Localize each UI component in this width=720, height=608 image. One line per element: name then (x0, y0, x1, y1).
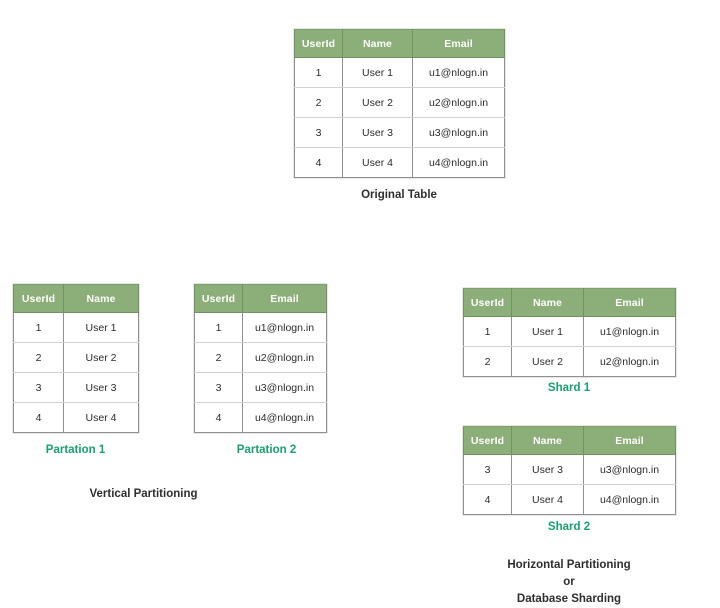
cell-userid: 1 (294, 57, 343, 88)
cell-userid: 4 (463, 484, 512, 515)
table-row: 3 User 3 (13, 372, 139, 403)
column-header-email: Email (583, 288, 676, 317)
cell-name: User 3 (342, 117, 413, 148)
cell-userid: 1 (463, 316, 512, 347)
cell-name: User 3 (63, 372, 139, 403)
cell-userid: 1 (194, 312, 243, 343)
horizontal-partitioning-caption-line1: Horizontal Partitioning (507, 559, 631, 571)
partition-1-table: UserId Name 1 User 1 2 User 2 3 User 3 4… (13, 284, 139, 433)
table-row: 2 User 2 u2@nlogn.in (294, 87, 505, 118)
table-header-row: UserId Name Email (463, 426, 676, 455)
table-row: 2 User 2 (13, 342, 139, 373)
table-row: 4 User 4 u4@nlogn.in (463, 484, 676, 515)
cell-email: u2@nlogn.in (242, 342, 327, 373)
table-row: 4 User 4 u4@nlogn.in (294, 147, 505, 178)
column-header-userid: UserId (194, 284, 243, 313)
column-header-email: Email (242, 284, 327, 313)
table-header-row: UserId Name Email (294, 29, 505, 58)
cell-userid: 3 (194, 372, 243, 403)
column-header-email: Email (412, 29, 505, 58)
cell-email: u4@nlogn.in (242, 402, 327, 433)
table-row: 2 u2@nlogn.in (194, 342, 327, 373)
cell-name: User 2 (511, 346, 584, 377)
shard-1-table: UserId Name Email 1 User 1 u1@nlogn.in 2… (463, 288, 676, 377)
cell-userid: 2 (194, 342, 243, 373)
cell-email: u4@nlogn.in (412, 147, 505, 178)
shard-1-caption: Shard 1 (547, 382, 591, 394)
column-header-name: Name (511, 288, 584, 317)
cell-email: u2@nlogn.in (583, 346, 676, 377)
cell-email: u3@nlogn.in (583, 454, 676, 485)
table-row: 4 User 4 (13, 402, 139, 433)
partition-2-table: UserId Email 1 u1@nlogn.in 2 u2@nlogn.in… (194, 284, 327, 433)
table-row: 2 User 2 u2@nlogn.in (463, 346, 676, 377)
column-header-name: Name (511, 426, 584, 455)
cell-name: User 4 (511, 484, 584, 515)
cell-name: User 1 (63, 312, 139, 343)
cell-userid: 4 (294, 147, 343, 178)
table-row: 1 User 1 (13, 312, 139, 343)
original-table-caption: Original Table (361, 189, 437, 201)
horizontal-partitioning-caption-line3: Database Sharding (516, 593, 622, 605)
column-header-userid: UserId (463, 288, 512, 317)
cell-userid: 4 (13, 402, 64, 433)
cell-email: u3@nlogn.in (242, 372, 327, 403)
original-table: UserId Name Email 1 User 1 u1@nlogn.in 2… (294, 29, 505, 178)
column-header-name: Name (63, 284, 139, 313)
horizontal-partitioning-caption-line2: or (563, 576, 575, 588)
table-header-row: UserId Name Email (463, 288, 676, 317)
cell-email: u1@nlogn.in (583, 316, 676, 347)
column-header-userid: UserId (294, 29, 343, 58)
vertical-partitioning-caption: Vertical Partitioning (89, 488, 198, 500)
cell-name: User 4 (342, 147, 413, 178)
cell-userid: 4 (194, 402, 243, 433)
table-row: 1 User 1 u1@nlogn.in (294, 57, 505, 88)
cell-name: User 2 (342, 87, 413, 118)
cell-email: u3@nlogn.in (412, 117, 505, 148)
partition-2-caption: Partation 2 (236, 444, 297, 456)
cell-email: u1@nlogn.in (412, 57, 505, 88)
column-header-userid: UserId (13, 284, 64, 313)
cell-userid: 2 (294, 87, 343, 118)
table-row: 1 u1@nlogn.in (194, 312, 327, 343)
column-header-name: Name (342, 29, 413, 58)
partition-1-caption: Partation 1 (45, 444, 106, 456)
cell-email: u4@nlogn.in (583, 484, 676, 515)
cell-name: User 2 (63, 342, 139, 373)
cell-userid: 3 (463, 454, 512, 485)
cell-email: u2@nlogn.in (412, 87, 505, 118)
table-header-row: UserId Email (194, 284, 327, 313)
table-row: 3 User 3 u3@nlogn.in (294, 117, 505, 148)
column-header-email: Email (583, 426, 676, 455)
cell-name: User 4 (63, 402, 139, 433)
cell-name: User 3 (511, 454, 584, 485)
shard-2-table: UserId Name Email 3 User 3 u3@nlogn.in 4… (463, 426, 676, 515)
column-header-userid: UserId (463, 426, 512, 455)
table-row: 3 u3@nlogn.in (194, 372, 327, 403)
table-row: 1 User 1 u1@nlogn.in (463, 316, 676, 347)
cell-name: User 1 (511, 316, 584, 347)
cell-userid: 2 (463, 346, 512, 377)
cell-userid: 3 (294, 117, 343, 148)
table-row: 3 User 3 u3@nlogn.in (463, 454, 676, 485)
cell-userid: 1 (13, 312, 64, 343)
table-row: 4 u4@nlogn.in (194, 402, 327, 433)
cell-userid: 3 (13, 372, 64, 403)
table-header-row: UserId Name (13, 284, 139, 313)
cell-userid: 2 (13, 342, 64, 373)
shard-2-caption: Shard 2 (547, 521, 591, 533)
cell-name: User 1 (342, 57, 413, 88)
horizontal-partitioning-caption: Horizontal Partitioning or Database Shar… (463, 557, 675, 608)
cell-email: u1@nlogn.in (242, 312, 327, 343)
